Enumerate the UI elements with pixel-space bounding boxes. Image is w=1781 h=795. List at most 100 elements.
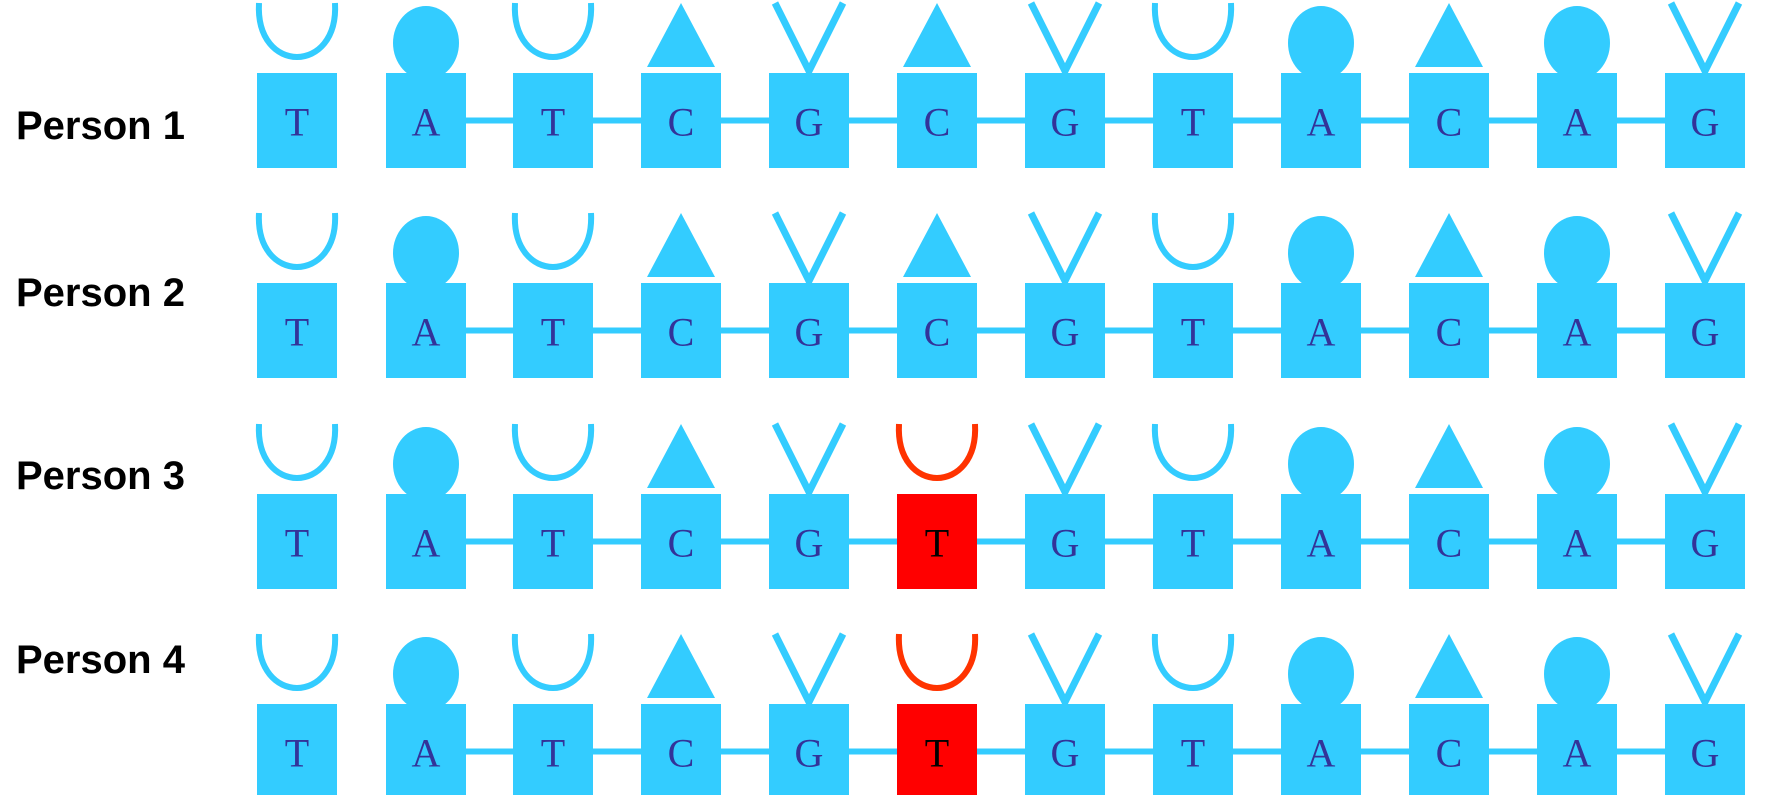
base-letter: C: [668, 731, 695, 776]
triangle-icon: [1415, 3, 1483, 67]
base-letter: G: [1691, 521, 1720, 566]
base-letter: C: [924, 310, 951, 355]
v-fork-icon: [1667, 1, 1743, 79]
base-letter: C: [1436, 521, 1463, 566]
v-fork-icon: [1667, 422, 1743, 500]
triangle-icon: [647, 213, 715, 277]
base-letter: A: [1563, 521, 1592, 566]
nucleotide-box: [1409, 494, 1489, 589]
nucleotide-box: [257, 704, 337, 795]
nucleotide-box: [1281, 704, 1361, 795]
u-cup-icon: [1151, 212, 1235, 270]
v-fork-icon: [771, 1, 847, 79]
base-letter: G: [1691, 731, 1720, 776]
triangle-icon: [903, 3, 971, 67]
nucleotide-box: [513, 283, 593, 378]
base-letter: G: [1051, 521, 1080, 566]
base-letter: G: [1691, 310, 1720, 355]
base-letter: T: [285, 521, 309, 566]
base-letter: C: [668, 100, 695, 145]
nucleotide-box: [1025, 494, 1105, 589]
u-cup-icon: [1151, 633, 1235, 691]
nucleotide-box: [1153, 283, 1233, 378]
nucleotide-box: [769, 704, 849, 795]
base-letter: A: [1307, 521, 1336, 566]
row-label-person-3: Person 3: [16, 454, 185, 498]
mutated-base-letter: T: [925, 731, 949, 776]
v-fork-icon: [1667, 632, 1743, 710]
base-letter: C: [1436, 731, 1463, 776]
base-letter: T: [285, 310, 309, 355]
nucleotide-box: [1537, 73, 1617, 168]
v-fork-icon: [1027, 1, 1103, 79]
v-fork-icon: [771, 632, 847, 710]
circle-icon: [393, 637, 459, 711]
nucleotide-box: [769, 494, 849, 589]
base-letter: G: [795, 731, 824, 776]
u-cup-icon: [255, 633, 339, 691]
base-letter: T: [1181, 521, 1205, 566]
nucleotide-box: [386, 704, 466, 795]
circle-icon: [1288, 427, 1354, 501]
base-letter: T: [541, 731, 565, 776]
nucleotide-box: [769, 283, 849, 378]
base-letter: A: [412, 521, 441, 566]
nucleotide-box: [513, 704, 593, 795]
base-letter: A: [412, 310, 441, 355]
nucleotide-box: [1665, 494, 1745, 589]
circle-icon: [1288, 637, 1354, 711]
circle-icon: [393, 427, 459, 501]
base-letter: T: [1181, 731, 1205, 776]
nucleotide-box: [1409, 283, 1489, 378]
row-label-person-2: Person 2: [16, 271, 185, 315]
u-cup-icon: [255, 423, 339, 481]
nucleotide-box: [1025, 704, 1105, 795]
v-fork-icon: [771, 422, 847, 500]
nucleotide-box: [257, 494, 337, 589]
nucleotide-box: [386, 494, 466, 589]
triangle-icon: [647, 424, 715, 488]
base-letter: T: [1181, 310, 1205, 355]
base-letter: A: [1563, 731, 1592, 776]
nucleotide-box: [1281, 494, 1361, 589]
nucleotide-box: [897, 73, 977, 168]
base-letter: C: [924, 100, 951, 145]
base-letter: G: [1691, 100, 1720, 145]
nucleotide-box: [257, 73, 337, 168]
u-cup-icon: [255, 212, 339, 270]
nucleotide-box: [1537, 283, 1617, 378]
v-fork-icon: [1027, 632, 1103, 710]
nucleotide-box: [513, 494, 593, 589]
triangle-icon: [903, 213, 971, 277]
row-label-person-1: Person 1: [16, 104, 185, 148]
nucleotide-box: [641, 73, 721, 168]
base-letter: G: [795, 310, 824, 355]
triangle-icon: [1415, 424, 1483, 488]
nucleotide-box: [1537, 704, 1617, 795]
u-cup-icon: [511, 633, 595, 691]
base-letter: G: [795, 100, 824, 145]
base-letter: T: [541, 310, 565, 355]
u-cup-icon: [1151, 2, 1235, 60]
nucleotide-box: [641, 283, 721, 378]
circle-icon: [1544, 216, 1610, 290]
nucleotide-box: [1665, 283, 1745, 378]
base-letter: T: [285, 731, 309, 776]
base-letter: C: [1436, 310, 1463, 355]
triangle-icon: [1415, 213, 1483, 277]
base-letter: C: [668, 521, 695, 566]
triangle-icon: [1415, 634, 1483, 698]
row-label-person-4: Person 4: [16, 638, 185, 682]
u-cup-icon: [511, 423, 595, 481]
base-letter: T: [285, 100, 309, 145]
triangle-icon: [647, 634, 715, 698]
circle-icon: [1288, 6, 1354, 80]
v-fork-icon: [1667, 211, 1743, 289]
nucleotide-box: [257, 283, 337, 378]
circle-icon: [1288, 216, 1354, 290]
nucleotide-box: [1153, 704, 1233, 795]
nucleotide-box: [1665, 73, 1745, 168]
